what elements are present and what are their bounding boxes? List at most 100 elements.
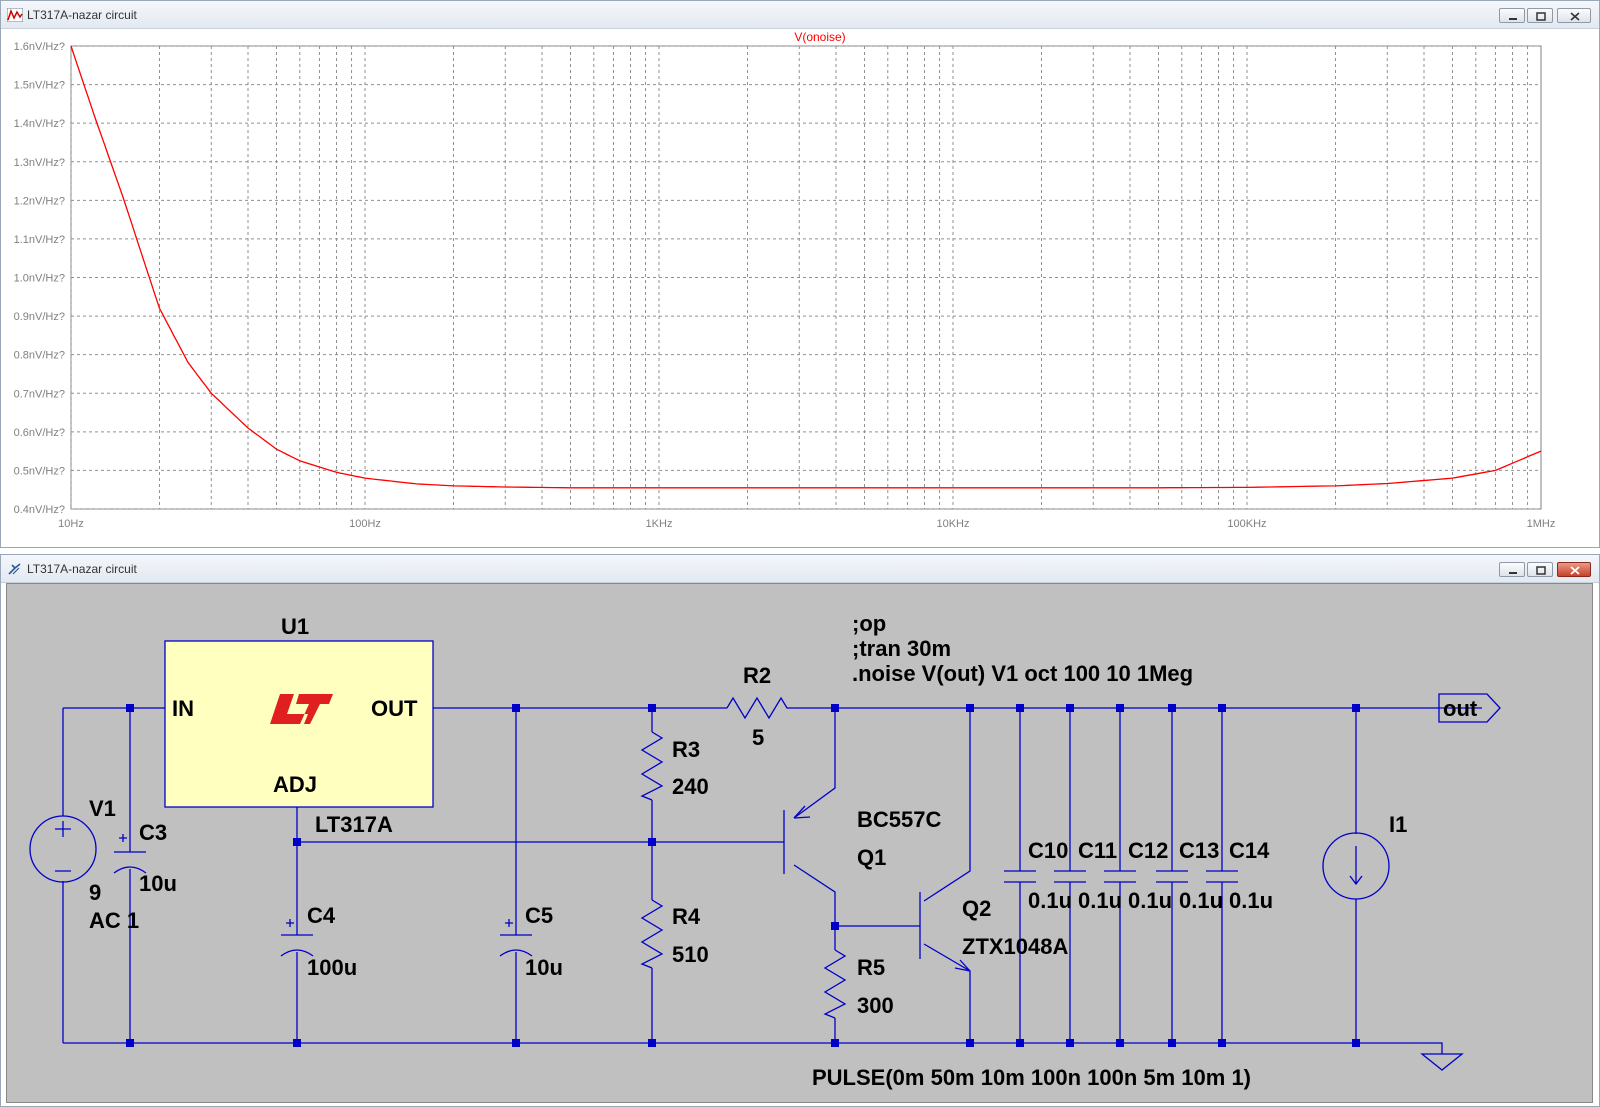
u1-part: LT317A [315,812,393,837]
plot-grid [70,45,1542,510]
close-button[interactable] [1557,562,1591,577]
restore-icon [1536,12,1546,21]
c3-capacitor[interactable] [113,834,147,874]
i1-value: PULSE(0m 50m 10m 100n 100n 5m 10m 1) [812,1065,1251,1090]
y-tick-label: 1.2nV/Hz? [14,195,65,207]
waveform-titlebar[interactable]: LT317A-nazar circuit [1,1,1599,29]
minimize-icon [1509,572,1517,574]
c10-value: 0.1u [1028,888,1072,913]
y-tick-label: 1.1nV/Hz? [14,234,65,246]
r2-resistor[interactable] [726,696,792,720]
q1-part: BC557C [857,807,941,832]
schematic-drawing[interactable]: U1 IN OUT ADJ LT317A V1 9 AC 1 C3 10u [7,584,1592,1102]
y-tick-label: 1.3nV/Hz? [14,157,65,169]
schematic-window[interactable]: LT317A-nazar circuit [0,554,1600,1107]
c12-value: 0.1u [1128,888,1172,913]
r4-value: 510 [672,942,709,967]
c4-capacitor[interactable] [280,919,314,957]
spice-directive-op[interactable]: ;op [852,611,886,636]
c11-capacitor[interactable] [1054,870,1086,883]
close-icon [1570,12,1580,21]
r3-resistor[interactable] [640,731,664,801]
c3-value: 10u [139,871,177,896]
c12-ref: C12 [1128,838,1168,863]
c5-value: 10u [525,955,563,980]
v1-value: 9 [89,880,101,905]
c12-capacitor[interactable] [1104,870,1136,883]
y-axis-tick-labels: 1.6nV/Hz?1.5nV/Hz?1.4nV/Hz?1.3nV/Hz?1.2n… [14,41,65,516]
c5-ref: C5 [525,903,553,928]
waveform-window-title: LT317A-nazar circuit [27,8,137,22]
u1-regulator[interactable]: U1 IN OUT ADJ LT317A [164,614,434,837]
x-tick-label: 1KHz [646,518,673,530]
y-tick-label: 0.6nV/Hz? [14,427,65,439]
i1-current-source[interactable] [1322,832,1390,900]
trace-v-onoise[interactable] [70,45,1542,489]
noise-plot[interactable]: 1.6nV/Hz?1.5nV/Hz?1.4nV/Hz?1.3nV/Hz?1.2n… [1,29,1599,547]
wires[interactable] [62,707,1482,1054]
r5-value: 300 [857,993,894,1018]
y-tick-label: 1.5nV/Hz? [14,80,65,92]
y-tick-label: 0.8nV/Hz? [14,350,65,362]
c11-ref: C11 [1078,838,1117,863]
c14-capacitor[interactable] [1206,870,1238,883]
c10-capacitor[interactable] [1004,870,1036,883]
v1-voltage-source[interactable]: V1 9 AC 1 [29,796,139,933]
q1-transistor[interactable] [783,805,811,874]
c14-value: 0.1u [1229,888,1273,913]
x-tick-label: 100Hz [349,518,381,530]
c13-capacitor[interactable] [1156,870,1188,883]
v1-ref: V1 [89,796,116,821]
q2-part: ZTX1048A [962,934,1068,959]
c13-ref: C13 [1179,838,1219,863]
spice-directive-noise[interactable]: .noise V(out) V1 oct 100 10 1Meg [852,661,1193,686]
r3-value: 240 [672,774,709,799]
r2-ref: R2 [743,663,771,688]
c4-value: 100u [307,955,357,980]
q1-ref: Q1 [857,845,886,870]
c4-ref: C4 [307,903,336,928]
u1-pin-in: IN [172,696,194,721]
r4-ref: R4 [672,904,701,929]
schematic-window-title: LT317A-nazar circuit [27,562,137,576]
v1-ac: AC 1 [89,908,139,933]
restore-button[interactable] [1527,562,1553,577]
x-tick-label: 10KHz [936,518,969,530]
r5-ref: R5 [857,955,885,980]
spice-directive-tran[interactable]: ;tran 30m [852,636,951,661]
schematic-app-icon [8,563,21,575]
y-tick-label: 1.4nV/Hz? [14,118,65,130]
out-net-flag[interactable] [1438,693,1501,723]
out-net-label: out [1443,696,1478,721]
ground-symbol[interactable] [1420,1053,1464,1071]
schematic-canvas[interactable]: U1 IN OUT ADJ LT317A V1 9 AC 1 C3 10u [6,583,1593,1103]
c14-ref: C14 [1229,838,1270,863]
y-tick-label: 0.5nV/Hz? [14,465,65,477]
q2-transistor[interactable] [919,892,971,972]
trace-label[interactable]: V(onoise) [794,30,845,44]
minimize-button[interactable] [1499,562,1525,577]
junction-dots [126,704,1360,1047]
close-button[interactable] [1557,8,1591,23]
x-tick-label: 1MHz [1527,518,1556,530]
minimize-icon [1509,18,1517,20]
r4-resistor[interactable] [640,899,664,969]
restore-icon [1536,566,1546,575]
r2-value: 5 [752,725,764,750]
c5-capacitor[interactable] [499,919,533,957]
u1-pin-adj: ADJ [273,772,317,797]
u1-ref: U1 [281,614,309,639]
waveform-app-icon [7,8,23,22]
y-tick-label: 0.9nV/Hz? [14,311,65,323]
y-tick-label: 0.7nV/Hz? [14,388,65,400]
minimize-button[interactable] [1499,8,1525,23]
r5-resistor[interactable] [823,949,847,1019]
u1-pin-out: OUT [371,696,418,721]
x-tick-label: 10Hz [58,518,84,530]
y-tick-label: 1.0nV/Hz? [14,273,65,285]
restore-button[interactable] [1527,8,1553,23]
schematic-titlebar[interactable]: LT317A-nazar circuit [1,555,1599,583]
waveform-window[interactable]: LT317A-nazar circuit 1.6nV/Hz?1.5nV/Hz?1… [0,0,1600,548]
y-tick-label: 0.4nV/Hz? [14,504,65,516]
